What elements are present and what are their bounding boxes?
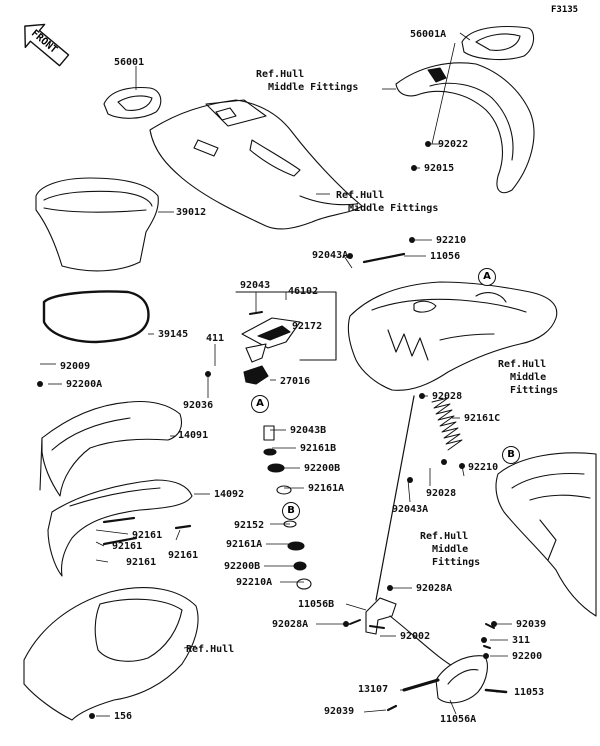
part-label: 92028 — [432, 391, 463, 402]
part-label: 92210A — [236, 577, 273, 588]
part-label: 46102 — [288, 286, 319, 297]
part-label: 92043A — [312, 250, 349, 261]
callout-b: B — [502, 446, 520, 464]
spring-92161c — [431, 397, 463, 451]
hull-right — [495, 452, 597, 617]
part-label: 92043 — [240, 280, 271, 291]
part-label: 11056A — [440, 714, 477, 725]
part-label: 39012 — [176, 207, 207, 218]
part-label: 92036 — [183, 400, 214, 411]
part-label: 14091 — [178, 430, 209, 441]
part-label: 92028A — [272, 619, 309, 630]
part-label: 92200 — [512, 651, 543, 662]
part-label: 11056B — [298, 599, 335, 610]
seal-ring — [42, 290, 150, 344]
part-label: 13107 — [358, 684, 389, 695]
part-label: 56001A — [410, 29, 447, 40]
hull-center-piece — [347, 281, 558, 391]
part-label: 92161B — [300, 443, 337, 454]
part-label: 39145 — [158, 329, 189, 340]
part-label: 156 — [114, 711, 133, 722]
part-label: 92200B — [224, 561, 261, 572]
panel-14091 — [41, 400, 183, 497]
cover-56001 — [103, 86, 162, 119]
reference-label: Ref.Hull Middle Fittings — [256, 69, 359, 93]
hull-lower-left — [23, 587, 199, 721]
part-label: 411 — [206, 333, 225, 344]
part-label: 92172 — [292, 321, 323, 332]
middle-fitting-left — [149, 99, 363, 230]
figure-code: F3135 — [551, 5, 579, 15]
callout-a: A — [251, 395, 269, 413]
reference-label: Ref.Hull Middle Fittings — [420, 531, 481, 568]
part-label: 92039 — [516, 619, 547, 630]
part-label: 92043A — [392, 504, 429, 515]
storage-bin — [35, 177, 159, 272]
part-label: 27016 — [280, 376, 311, 387]
cover-56001a — [461, 25, 535, 61]
part-label: 92161 — [132, 530, 163, 541]
part-label: 92022 — [438, 139, 469, 150]
part-label: 92161 — [168, 550, 199, 561]
part-label: 92015 — [424, 163, 455, 174]
part-label: 92009 — [60, 361, 91, 372]
part-label: 11053 — [514, 687, 545, 698]
part-label: 56001 — [114, 57, 145, 68]
lever-11056b — [365, 597, 397, 635]
part-label: 92210 — [468, 462, 499, 473]
callout-a: A — [478, 268, 496, 286]
part-label: 92002 — [400, 631, 431, 642]
clip-27016 — [243, 365, 269, 385]
rod-13107 — [402, 678, 440, 692]
part-label: 92152 — [234, 520, 265, 531]
part-label: 92161A — [308, 483, 345, 494]
reference-label: Ref.Hull — [186, 644, 235, 655]
front-arrow-icon — [24, 23, 70, 67]
part-label: 92161A — [226, 539, 263, 550]
part-label: 92161 — [112, 541, 143, 552]
reference-label: Ref.Hull Middle Fittings — [336, 190, 439, 214]
middle-fitting-right — [395, 62, 535, 194]
part-label: 92161C — [464, 413, 501, 424]
callout-b: B — [282, 502, 300, 520]
panel-14092 — [47, 479, 193, 577]
part-label: 92161 — [126, 557, 157, 568]
part-label: 92039 — [324, 706, 355, 717]
part-label: 11056 — [430, 251, 461, 262]
part-label: 92210 — [436, 235, 467, 246]
part-label: 92200A — [66, 379, 103, 390]
part-label: 14092 — [214, 489, 245, 500]
part-label: 92043B — [290, 425, 327, 436]
part-label: 92028 — [426, 488, 457, 499]
reference-label: Ref.Hull Middle Fittings — [498, 359, 559, 396]
part-label: 92028A — [416, 583, 453, 594]
part-label: 311 — [512, 635, 531, 646]
part-label: 92200B — [304, 463, 341, 474]
handle-11056a — [435, 655, 488, 704]
